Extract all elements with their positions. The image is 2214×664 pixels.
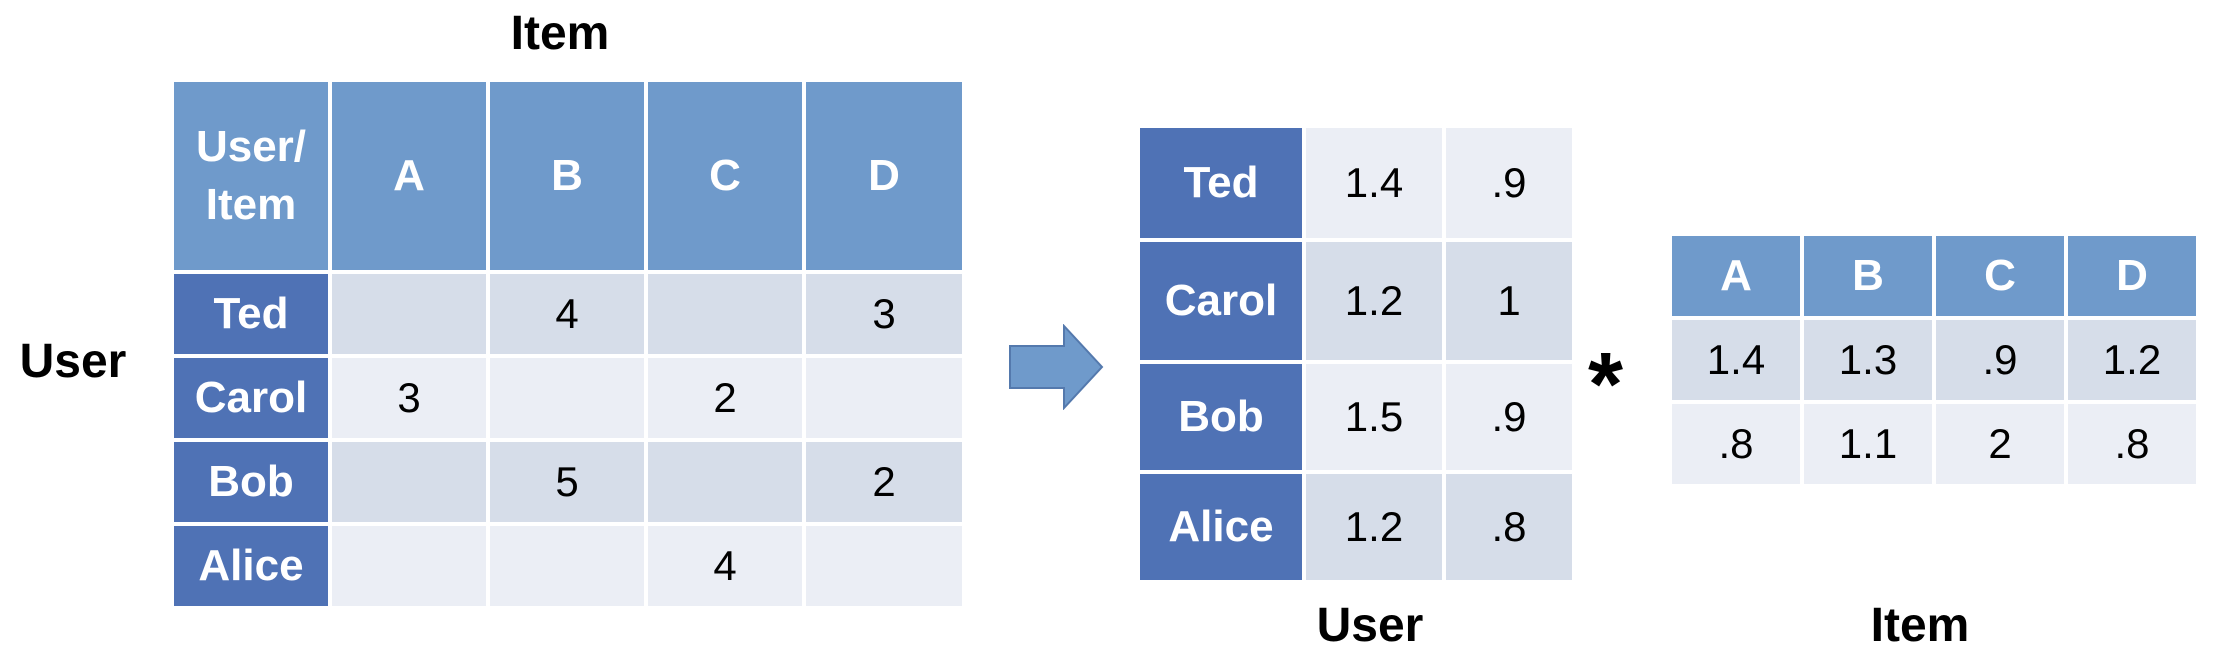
ratings-cell	[328, 522, 490, 610]
item-factor-cell: .9	[1932, 316, 2068, 404]
ratings-cell	[644, 270, 806, 358]
ratings-corner-header: User/ Item	[170, 78, 332, 274]
corner-label-user: User/	[195, 122, 307, 171]
corner-label-item: Item	[205, 180, 297, 229]
ratings-cell: 4	[644, 522, 806, 610]
user-axis-label-bottom: User	[1316, 599, 1424, 652]
ratings-cell: 2	[644, 354, 806, 442]
ratings-row: Ted 4 3	[170, 270, 966, 358]
ratings-row-header-bob: Bob	[170, 438, 332, 526]
item-factor-cell: 1.2	[2064, 316, 2200, 404]
item-factor-cell: .8	[2064, 400, 2200, 488]
user-factor-row-header-ted: Ted	[1136, 124, 1306, 242]
item-factor-cell: 1.4	[1668, 316, 1804, 404]
item-factor-col-header-b: B	[1800, 232, 1936, 320]
user-factor-cell: 1.5	[1302, 360, 1446, 474]
ratings-matrix: User/ Item A B C D Ted 4 3 Carol 3 2 Bob…	[170, 78, 966, 610]
user-factor-cell: .9	[1442, 124, 1576, 242]
user-axis-label-left: User	[19, 335, 127, 388]
ratings-col-header-d: D	[802, 78, 966, 274]
item-axis-label-bottom: Item	[1870, 599, 1970, 652]
ratings-cell	[644, 438, 806, 526]
ratings-col-header-c: C	[644, 78, 806, 274]
user-factor-cell: 1.2	[1302, 470, 1446, 584]
ratings-cell	[802, 522, 966, 610]
ratings-cell: 2	[802, 438, 966, 526]
ratings-cell: 5	[486, 438, 648, 526]
ratings-cell	[328, 438, 490, 526]
user-factor-row: Bob 1.5 .9	[1136, 360, 1576, 474]
user-factor-row-header-alice: Alice	[1136, 470, 1306, 584]
ratings-row-header-ted: Ted	[170, 270, 332, 358]
multiply-sign: *	[1588, 335, 1624, 435]
item-factor-col-header-d: D	[2064, 232, 2200, 320]
item-factor-cell: 1.3	[1800, 316, 1936, 404]
ratings-col-header-b: B	[486, 78, 648, 274]
user-factor-row-header-bob: Bob	[1136, 360, 1306, 474]
ratings-cell: 3	[802, 270, 966, 358]
item-factor-cell: 2	[1932, 400, 2068, 488]
ratings-cell: 3	[328, 354, 490, 442]
user-factor-cell: 1.2	[1302, 238, 1446, 364]
user-factor-row-header-carol: Carol	[1136, 238, 1306, 364]
item-factor-col-header-a: A	[1668, 232, 1804, 320]
ratings-cell	[486, 354, 648, 442]
item-factor-row: 1.4 1.3 .9 1.2	[1668, 316, 2200, 404]
item-factor-row: .8 1.1 2 .8	[1668, 400, 2200, 488]
ratings-row: Carol 3 2	[170, 354, 966, 442]
item-factor-matrix: A B C D 1.4 1.3 .9 1.2 .8 1.1 2 .8	[1668, 232, 2200, 488]
ratings-cell	[486, 522, 648, 610]
user-factor-row: Ted 1.4 .9	[1136, 124, 1576, 242]
user-factor-matrix: Ted 1.4 .9 Carol 1.2 1 Bob 1.5 .9 Alice …	[1136, 124, 1576, 584]
ratings-row: Alice 4	[170, 522, 966, 610]
user-factor-cell: 1	[1442, 238, 1576, 364]
user-factor-cell: 1.4	[1302, 124, 1446, 242]
ratings-cell	[328, 270, 490, 358]
ratings-row: Bob 5 2	[170, 438, 966, 526]
user-factor-row: Carol 1.2 1	[1136, 238, 1576, 364]
user-factor-row: Alice 1.2 .8	[1136, 470, 1576, 584]
user-factor-cell: .8	[1442, 470, 1576, 584]
ratings-cell	[802, 354, 966, 442]
item-axis-label-top: Item	[510, 7, 610, 60]
item-factor-cell: 1.1	[1800, 400, 1936, 488]
user-factor-cell: .9	[1442, 360, 1576, 474]
item-factor-cell: .8	[1668, 400, 1804, 488]
ratings-col-header-a: A	[328, 78, 490, 274]
ratings-row-header-carol: Carol	[170, 354, 332, 442]
item-factor-col-header-c: C	[1932, 232, 2068, 320]
ratings-row-header-alice: Alice	[170, 522, 332, 610]
right-arrow-icon	[1009, 324, 1104, 410]
ratings-cell: 4	[486, 270, 648, 358]
